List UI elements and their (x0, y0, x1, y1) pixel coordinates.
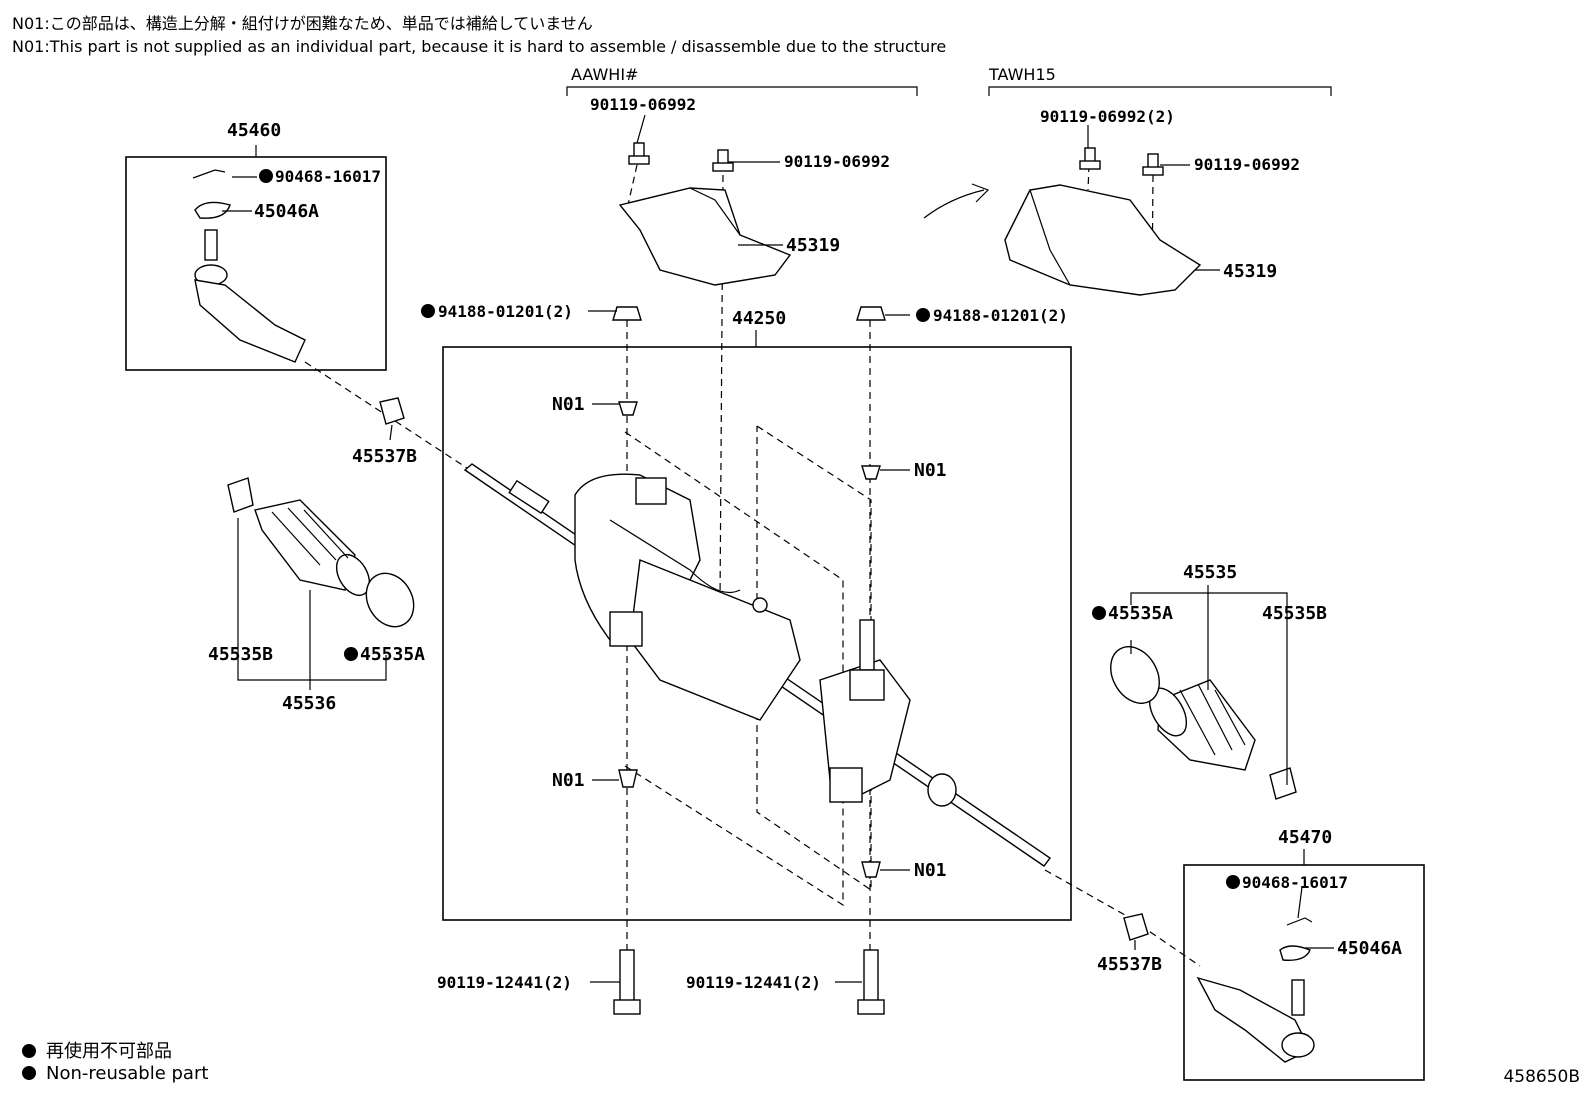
label-n01-d: N01 (914, 860, 947, 881)
note-en: N01:This part is not supplied as an indi… (12, 37, 947, 56)
non-reusable-dot (1226, 875, 1240, 889)
bolt-90119-12441-left (613, 949, 641, 1015)
label-n01-a: N01 (552, 394, 585, 415)
label-45046a-rh: 45046A (1337, 938, 1402, 959)
boot-clip-b-lh (227, 477, 254, 513)
label-bolt-ta-2: 90119-06992 (1194, 155, 1300, 174)
n01-bushing-c (618, 769, 638, 788)
legend-en-text: Non-reusable part (46, 1063, 209, 1084)
bolt-90119-06992-c (1079, 147, 1101, 170)
n01-bushing-d (861, 861, 881, 878)
label-nut-top-left: 94188-01201(2) (438, 302, 573, 321)
legend-jp: 再使用不可部品 (22, 1037, 172, 1063)
non-reusable-dot (1092, 606, 1106, 620)
label-45537b-lh: 45537B (352, 446, 417, 467)
note-jp: N01:この部品は、構造上分解・組付けが困難なため、単品では補給していません (12, 14, 593, 33)
bolt-90119-06992-a (628, 142, 650, 165)
label-45535b-rh: 45535B (1262, 603, 1327, 624)
legend-dot-icon (22, 1044, 36, 1058)
label-45535: 45535 (1183, 562, 1237, 583)
label-bolt-ta-1: 90119-06992(2) (1040, 107, 1175, 126)
boot-clip-a-lh (365, 572, 415, 628)
non-reusable-dot (421, 304, 435, 318)
variant-bracket-left: AAWHI# (566, 65, 918, 96)
label-45535b-lh: 45535B (208, 644, 273, 665)
boot-rh (1148, 679, 1256, 771)
label-shield-ta: 45319 (1223, 261, 1277, 282)
heat-shield-tawh15 (1004, 184, 1202, 296)
label-45536: 45536 (282, 693, 336, 714)
steering-gear-assy (463, 463, 1051, 867)
lock-nut-lh (379, 397, 405, 425)
non-reusable-dot (916, 308, 930, 322)
nut-94188-left (612, 306, 642, 321)
heat-shield-aawhi (618, 187, 792, 286)
non-reusable-dot (259, 169, 273, 183)
label-nut-top-right: 94188-01201(2) (933, 306, 1068, 325)
label-bolt-bottom-left: 90119-12441(2) (437, 973, 572, 992)
label-bolt-aa-1: 90119-06992 (590, 95, 696, 114)
non-reusable-dot (344, 647, 358, 661)
label-cotter-pin-rh: 90468-16017 (1242, 873, 1348, 892)
label-45537b-rh: 45537B (1097, 954, 1162, 975)
boot-clip-a-rh (1110, 646, 1160, 704)
label-45460: 45460 (227, 120, 281, 141)
n01-bushing-b (861, 465, 881, 480)
variant-bracket-right: TAWH15 (988, 65, 1332, 96)
label-bolt-aa-2: 90119-06992 (784, 152, 890, 171)
label-n01-c: N01 (552, 770, 585, 791)
label-45470: 45470 (1278, 827, 1332, 848)
boot-lh (254, 499, 371, 596)
label-cotter-pin-lh: 90468-16017 (275, 167, 381, 186)
bolt-90119-12441-right (857, 949, 885, 1015)
legend-en: Non-reusable part (22, 1063, 208, 1084)
label-45535a-lh: 45535A (360, 644, 425, 665)
label-bolt-bottom-right: 90119-12441(2) (686, 973, 821, 992)
gear-assy-box (442, 346, 1072, 921)
reference-code: 458650B (1503, 1067, 1580, 1087)
label-45535a-rh: 45535A (1108, 603, 1173, 624)
boot-clip-b-rh (1269, 767, 1297, 800)
legend-jp-text: 再使用不可部品 (46, 1041, 172, 1062)
label-44250: 44250 (732, 308, 786, 329)
variant-label-left: AAWHI# (571, 65, 638, 84)
nut-94188-right (856, 306, 886, 321)
label-n01-b: N01 (914, 460, 947, 481)
label-shield-aa: 45319 (786, 235, 840, 256)
legend-dot-icon (22, 1066, 36, 1080)
label-45046a-lh: 45046A (254, 201, 319, 222)
tie-rod-end-lh (192, 169, 306, 363)
bolt-90119-06992-b (712, 149, 734, 172)
tie-rod-end-rh (1196, 917, 1315, 1063)
lock-nut-rh (1123, 913, 1149, 941)
n01-bushing-a (618, 401, 638, 416)
bolt-90119-06992-d (1142, 153, 1164, 176)
variant-label-right: TAWH15 (988, 65, 1056, 84)
